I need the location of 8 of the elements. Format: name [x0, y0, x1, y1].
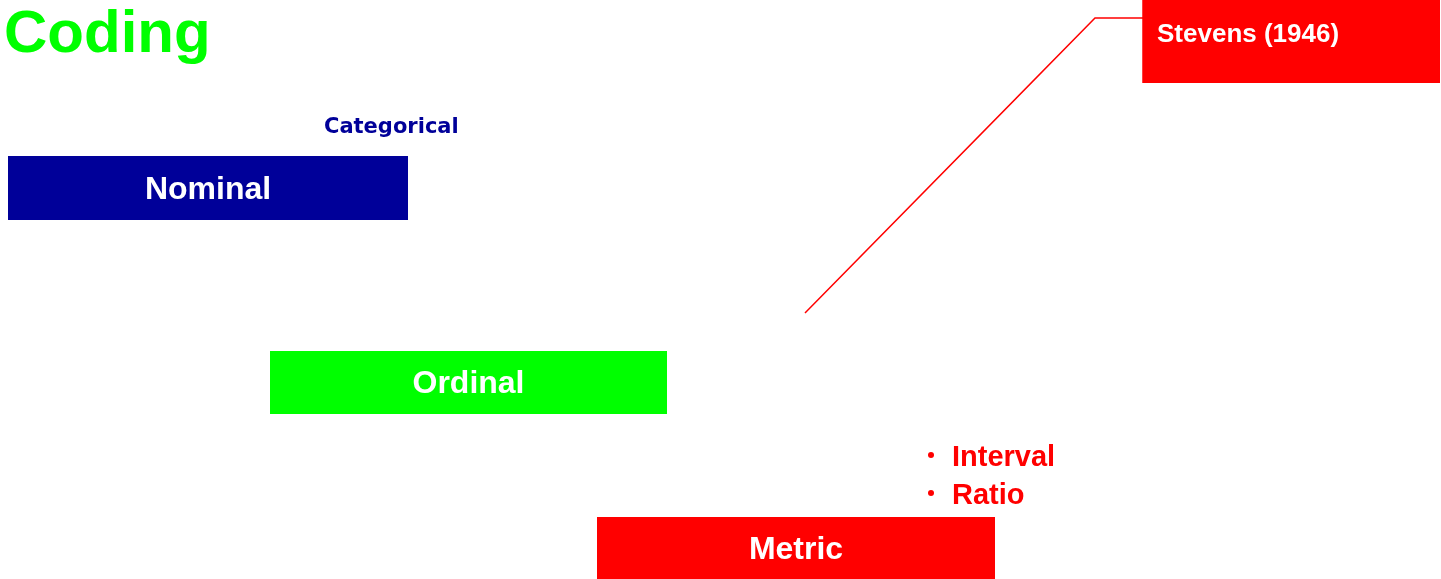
- ordinal-box: Ordinal: [270, 351, 667, 414]
- slide-title: Coding: [4, 2, 211, 62]
- category-label: Categorical: [324, 114, 459, 138]
- citation-box: Stevens (1946): [1143, 0, 1440, 83]
- bullet-item: Interval: [928, 440, 1056, 473]
- nominal-box: Nominal: [8, 156, 408, 220]
- bullet-item: Ratio: [928, 478, 1025, 511]
- metric-box: Metric: [597, 517, 995, 579]
